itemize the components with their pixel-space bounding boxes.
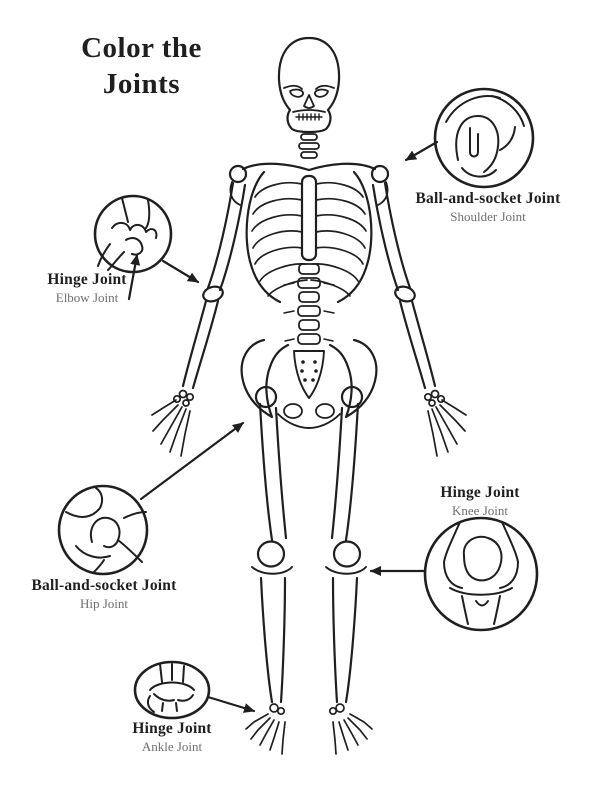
right-foot-drawing: [328, 703, 373, 755]
knee-joint-sub-label: Knee Joint: [452, 503, 508, 518]
left-leg-drawing: [245, 402, 293, 755]
elbow-joint-callout-circle: [93, 194, 173, 274]
knee-joint-type-label: Hinge Joint: [440, 484, 520, 501]
shoulder-joint-sub-label: Shoulder Joint: [450, 209, 526, 224]
skull-drawing: [277, 36, 341, 134]
right-leg-drawing: [325, 402, 373, 755]
shoulder-joint-type-label: Ball-and-socket Joint: [415, 190, 561, 207]
shoulder-joint-callout-circle: [433, 87, 535, 189]
neck-vertebrae-drawing: [298, 133, 320, 159]
left-hand-drawing: [151, 389, 195, 457]
ankle-joint-type-label: Hinge Joint: [132, 720, 212, 737]
clavicles-drawing: [228, 162, 390, 206]
page-title: Color the Joints: [81, 32, 202, 101]
elbow-joint-label: Hinge Joint Elbow Joint: [27, 271, 147, 306]
shoulder-arrow: [404, 140, 439, 162]
elbow-joint-type-label: Hinge Joint: [47, 271, 127, 288]
ankle-joint-sub-label: Ankle Joint: [141, 739, 203, 754]
ribcage-drawing: [245, 170, 373, 304]
hip-arrow: [139, 421, 245, 501]
right-hand-drawing: [423, 389, 467, 457]
pelvis-drawing: [240, 338, 378, 429]
knee-joint-label: Hinge Joint Knee Joint: [420, 484, 540, 519]
ankle-arrow: [206, 695, 256, 713]
elbow-joint-sub-label: Elbow Joint: [55, 290, 119, 305]
right-arm-drawing: [371, 181, 467, 457]
shoulder-joint-label: Ball-and-socket Joint Shoulder Joint: [408, 190, 568, 225]
elbow-label-arrow: [127, 253, 141, 301]
hip-joint-sub-label: Hip Joint: [79, 596, 129, 611]
ankle-joint-callout-circle: [133, 660, 211, 720]
hip-joint-label: Ball-and-socket Joint Hip Joint: [24, 577, 184, 612]
left-foot-drawing: [245, 703, 286, 755]
lumbar-spine-drawing: [283, 263, 335, 345]
ankle-joint-label: Hinge Joint Ankle Joint: [112, 720, 232, 755]
hip-joint-callout-circle: [57, 484, 149, 576]
elbow-arrow: [161, 259, 200, 284]
left-arm-drawing: [151, 181, 247, 457]
hip-joint-type-label: Ball-and-socket Joint: [31, 577, 177, 594]
knee-joint-callout-circle: [423, 516, 539, 632]
